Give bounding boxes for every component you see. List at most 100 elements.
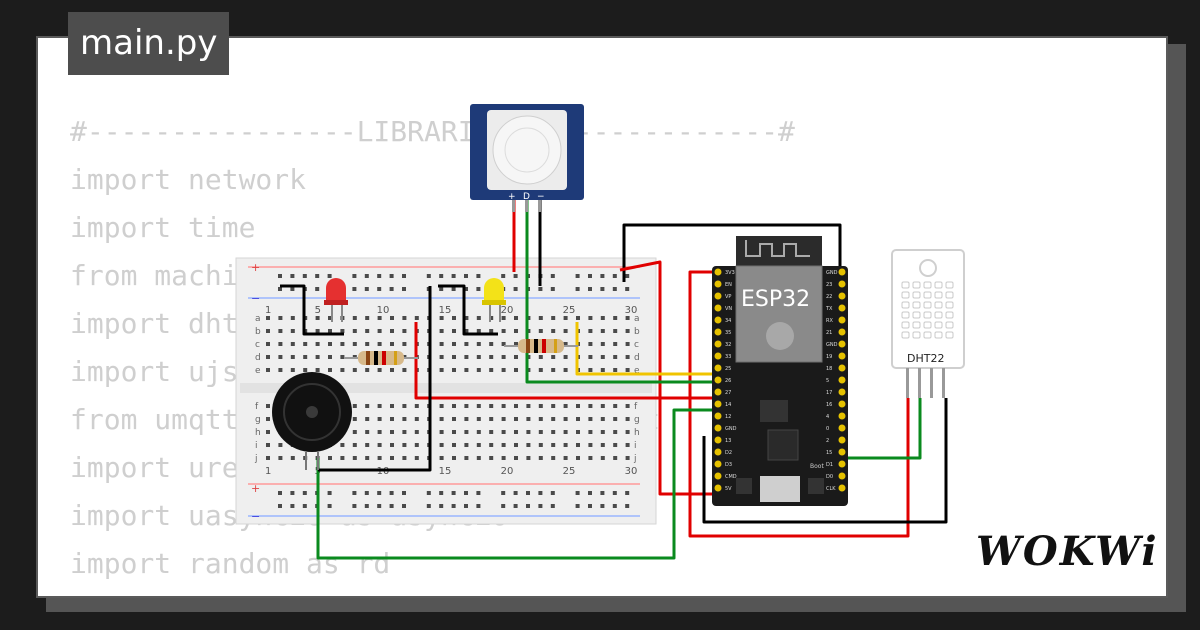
esp32-pin[interactable] bbox=[714, 376, 722, 384]
esp32-pin[interactable] bbox=[838, 424, 846, 432]
esp32-pin[interactable] bbox=[838, 472, 846, 480]
esp32-pin[interactable] bbox=[838, 316, 846, 324]
rail-plus-top: + bbox=[251, 261, 260, 274]
esp32-pin[interactable] bbox=[838, 388, 846, 396]
esp32-board[interactable]: ESP32 Boot 3V3ENVPVN343532332526271412GN… bbox=[712, 236, 848, 506]
resistor-2[interactable] bbox=[504, 339, 578, 353]
pir-motion-sensor[interactable]: + D − bbox=[470, 104, 584, 212]
esp32-pin[interactable] bbox=[838, 460, 846, 468]
esp32-pin[interactable] bbox=[714, 328, 722, 336]
rail-minus-top: − bbox=[251, 292, 260, 305]
esp32-pin-label: 16 bbox=[826, 402, 832, 408]
esp32-pin[interactable] bbox=[714, 292, 722, 300]
column-number: 15 bbox=[439, 466, 452, 477]
esp32-pin[interactable] bbox=[838, 268, 846, 276]
row-label: e bbox=[634, 366, 640, 376]
esp32-pin[interactable] bbox=[714, 424, 722, 432]
esp32-pin[interactable] bbox=[714, 340, 722, 348]
esp32-pin[interactable] bbox=[838, 352, 846, 360]
row-label: h bbox=[255, 428, 261, 438]
esp32-pin[interactable] bbox=[838, 484, 846, 492]
column-number: 25 bbox=[563, 305, 576, 316]
esp32-pin[interactable] bbox=[714, 472, 722, 480]
esp32-pin[interactable] bbox=[714, 460, 722, 468]
rail-minus-bottom: − bbox=[251, 510, 260, 523]
esp32-pin[interactable] bbox=[714, 364, 722, 372]
column-number: 20 bbox=[501, 305, 514, 316]
esp32-pin-label: 17 bbox=[826, 390, 832, 396]
esp32-pin-label: 15 bbox=[826, 450, 832, 456]
code-line: import dht bbox=[70, 307, 239, 340]
esp32-pin-label: GND bbox=[826, 342, 838, 348]
esp32-pin[interactable] bbox=[714, 352, 722, 360]
esp32-pin[interactable] bbox=[838, 280, 846, 288]
esp32-pin[interactable] bbox=[714, 436, 722, 444]
esp32-pin[interactable] bbox=[714, 400, 722, 408]
esp32-pin[interactable] bbox=[838, 436, 846, 444]
pir-pin-d: D bbox=[523, 192, 530, 202]
esp32-pin[interactable] bbox=[838, 340, 846, 348]
row-label: j bbox=[254, 454, 258, 464]
column-number: 30 bbox=[625, 466, 638, 477]
esp32-pin[interactable] bbox=[838, 376, 846, 384]
pir-pin-plus: + bbox=[508, 192, 516, 202]
esp32-pin-label: 22 bbox=[826, 294, 832, 300]
row-label: b bbox=[634, 327, 640, 337]
column-number: 10 bbox=[377, 305, 390, 316]
esp32-pin-label: VN bbox=[725, 306, 732, 312]
esp32-en-button[interactable] bbox=[736, 478, 752, 494]
buzzer[interactable] bbox=[272, 372, 352, 470]
esp32-pin-label: EN bbox=[725, 282, 732, 288]
esp32-boot-button[interactable] bbox=[808, 478, 824, 494]
red-led[interactable] bbox=[324, 278, 348, 322]
esp32-pin-label: GND bbox=[826, 270, 838, 276]
pir-pin-minus: − bbox=[537, 192, 545, 202]
column-number: 5 bbox=[315, 305, 321, 316]
esp32-pin-label: 32 bbox=[725, 342, 731, 348]
row-label: f bbox=[255, 402, 259, 412]
esp32-pin-label: 23 bbox=[826, 282, 832, 288]
esp32-pin[interactable] bbox=[714, 268, 722, 276]
column-number: 1 bbox=[265, 466, 271, 477]
esp32-pin[interactable] bbox=[714, 304, 722, 312]
dht22-sensor[interactable]: DHT22 bbox=[891, 249, 965, 398]
esp32-pin-label: D1 bbox=[826, 462, 833, 468]
esp32-pin[interactable] bbox=[714, 448, 722, 456]
esp32-pin[interactable] bbox=[838, 292, 846, 300]
esp32-pin[interactable] bbox=[838, 364, 846, 372]
esp32-pin-label: D2 bbox=[725, 450, 732, 456]
row-label: c bbox=[255, 340, 260, 350]
esp32-pin[interactable] bbox=[714, 388, 722, 396]
row-label: e bbox=[255, 366, 261, 376]
esp32-pin[interactable] bbox=[838, 304, 846, 312]
esp32-pin[interactable] bbox=[714, 484, 722, 492]
esp32-pin-label: 18 bbox=[826, 366, 832, 372]
file-tab[interactable]: main.py bbox=[68, 12, 230, 75]
esp32-pin[interactable] bbox=[714, 316, 722, 324]
esp32-pin-label: 21 bbox=[826, 330, 832, 336]
code-line: import time bbox=[70, 211, 256, 244]
esp32-pin[interactable] bbox=[714, 280, 722, 288]
column-number: 15 bbox=[439, 305, 452, 316]
row-label: b bbox=[255, 327, 261, 337]
row-label: i bbox=[634, 441, 637, 451]
esp32-pin-label: 19 bbox=[826, 354, 832, 360]
esp32-pin[interactable] bbox=[714, 412, 722, 420]
yellow-led[interactable] bbox=[482, 278, 506, 322]
esp32-pin[interactable] bbox=[838, 412, 846, 420]
esp32-pin-label: 13 bbox=[725, 438, 731, 444]
resistor-1[interactable] bbox=[344, 351, 418, 365]
esp32-pin[interactable] bbox=[838, 400, 846, 408]
dht22-label: DHT22 bbox=[907, 352, 944, 365]
row-label: g bbox=[634, 415, 640, 425]
esp32-pin-label: 5 bbox=[826, 378, 829, 384]
esp32-pin-label: 25 bbox=[725, 366, 731, 372]
esp32-pin-label: 26 bbox=[725, 378, 731, 384]
esp32-pin-label: 5V bbox=[725, 486, 732, 492]
row-label: a bbox=[634, 314, 640, 324]
rail-plus-bottom: + bbox=[251, 482, 260, 495]
esp32-pin[interactable] bbox=[838, 328, 846, 336]
esp32-pin[interactable] bbox=[838, 448, 846, 456]
esp32-pin-label: 2 bbox=[826, 438, 829, 444]
